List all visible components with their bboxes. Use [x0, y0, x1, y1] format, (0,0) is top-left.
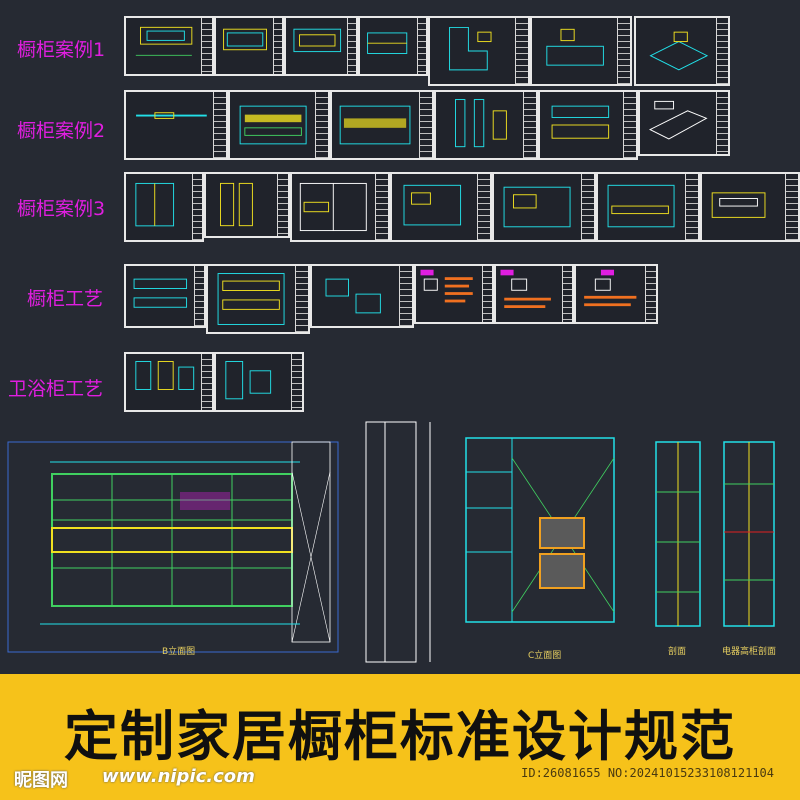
drawing-sheet[interactable] — [214, 16, 284, 76]
drawing-sheet[interactable] — [228, 90, 330, 160]
drawing-sheet[interactable] — [434, 90, 538, 160]
drawing-sheet[interactable] — [390, 172, 492, 242]
elevation-drawings-svg — [7, 421, 775, 663]
drawing-sheet[interactable] — [596, 172, 700, 242]
b-elevation-label: B立面图 — [162, 647, 196, 657]
drawing-sheet[interactable] — [124, 264, 206, 328]
row-label-cabinet-craft: 橱柜工艺 — [27, 288, 104, 310]
drawing-sheet[interactable] — [492, 172, 596, 242]
section-detail-label: 电器高柜剖面 — [722, 647, 777, 657]
row-label-cabinet-case-2: 橱柜案例2 — [17, 120, 106, 142]
banner-title: 定制家居橱柜标准设计规范 — [64, 705, 736, 768]
image-id-text: ID:26081655 NO:20241015233108121104 — [521, 766, 774, 780]
drawing-sheet[interactable] — [310, 264, 414, 328]
drawing-sheet[interactable] — [428, 16, 530, 86]
drawing-sheet[interactable] — [574, 264, 658, 324]
drawing-sheet[interactable] — [124, 90, 228, 160]
drawing-sheet[interactable] — [206, 264, 310, 334]
drawing-sheet[interactable] — [530, 16, 632, 86]
drawing-sheet[interactable] — [330, 90, 434, 160]
site-logo: 昵图网 — [14, 770, 68, 791]
drawing-sheet[interactable] — [214, 352, 304, 412]
elevation-drawings-area: B立面图 C立面图 剖面 电器高柜剖面 — [0, 412, 800, 674]
drawing-sheet[interactable] — [538, 90, 638, 160]
drawing-sheet[interactable] — [494, 264, 574, 324]
drawing-sheet[interactable] — [358, 16, 428, 76]
c-elevation-label: C立面图 — [528, 651, 562, 661]
drawing-sheet[interactable] — [124, 16, 214, 76]
row-label-cabinet-case-3: 橱柜案例3 — [17, 198, 106, 220]
title-banner — [0, 674, 800, 800]
section-label: 剖面 — [668, 647, 687, 657]
drawing-sheet[interactable] — [204, 172, 290, 238]
drawing-sheet[interactable] — [634, 16, 730, 86]
drawing-sheet[interactable] — [124, 172, 204, 242]
drawing-sheet[interactable] — [124, 352, 214, 412]
drawing-sheet[interactable] — [290, 172, 390, 242]
drawing-sheet[interactable] — [638, 90, 730, 156]
row-label-bathroom-cabinet-craft: 卫浴柜工艺 — [8, 378, 104, 400]
drawing-sheet[interactable] — [700, 172, 800, 242]
row-label-cabinet-case-1: 橱柜案例1 — [17, 39, 106, 61]
drawing-sheet[interactable] — [284, 16, 358, 76]
site-url[interactable]: www.nipic.com — [102, 766, 255, 787]
drawing-sheet[interactable] — [414, 264, 494, 324]
